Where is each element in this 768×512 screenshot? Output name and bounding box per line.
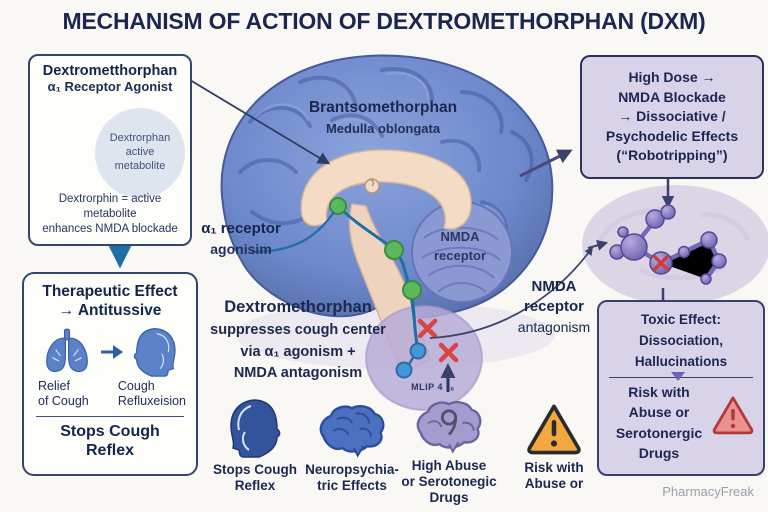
- box-text: Psychodelic Effects: [605, 127, 739, 144]
- toxic-effect-box: Toxic Effect: Dissociation, Hallucinatio…: [597, 300, 765, 476]
- box-text: → Dissociative /: [618, 108, 726, 125]
- summary-text: suppresses cough center: [210, 321, 386, 338]
- box-text: Abuse or: [628, 404, 690, 421]
- box-text: Toxic Effect:: [640, 312, 721, 327]
- caption-text: or Serotonegic: [401, 473, 497, 489]
- left-caption: Relief of Cough: [38, 379, 89, 409]
- risk-warning-triangle-icon: [712, 396, 754, 435]
- footer-text: Stops Cough: [60, 422, 160, 440]
- bottom-icon-stops-cough: Stops Cough Reflex: [206, 398, 304, 494]
- toxic-effect-text: Toxic Effect: Dissociation, Hallucinatio…: [599, 310, 763, 373]
- caption-text: tric Effects: [317, 477, 387, 493]
- arrow-right-icon: [101, 344, 123, 359]
- warning-triangle-icon: [527, 404, 581, 455]
- caption-text: Abuse or: [524, 475, 584, 491]
- watermark: PharmacyFreak: [662, 484, 754, 499]
- footer-text: Dextrorphin = active: [58, 193, 162, 206]
- box-heading: Dextrometthorphan: [42, 63, 178, 79]
- lungs-icon: [46, 328, 88, 372]
- caption-text: of Cough: [38, 393, 89, 408]
- caption-text: Relief: [38, 378, 70, 393]
- therapeutic-icons: [24, 327, 196, 377]
- box-text: NMDA Blockade: [618, 88, 726, 105]
- bottom-icon-risk: Risk with Abuse or: [506, 402, 602, 492]
- box-subheading: α₁ Receptor Agonist: [47, 79, 173, 94]
- icon-caption: High Abuse or Serotonegic Drugs: [401, 458, 496, 506]
- box-text: Hallucinations: [634, 353, 728, 369]
- mechanism-summary-text: Dextromethorphan suppresses cough center…: [200, 295, 396, 385]
- box-text: Drugs: [638, 444, 680, 461]
- caption-text: Stops Cough: [213, 462, 297, 477]
- nmda-receptor-label: NMDA receptor: [412, 228, 508, 266]
- bottom-icon-high-abuse: High Abuse or Serotonegic Drugs: [394, 398, 504, 506]
- caption-text: Neuropsychia-: [305, 462, 399, 477]
- divider: [36, 415, 184, 417]
- head-profile-icon: [230, 399, 281, 458]
- therapeutic-effect-box: Therapeutic Effect → Antitussive Relief: [22, 272, 198, 476]
- molecule-red-x: [653, 255, 669, 271]
- brain-label-sub: Medulla oblongata: [325, 121, 441, 136]
- alpha-receptor-label: agonisim: [210, 241, 272, 257]
- right-caption: Cough Refluxeision: [118, 379, 186, 409]
- nmda-antagonism-label: NMDA receptor antagonism: [498, 277, 610, 336]
- green-receptor-dots: [329, 197, 422, 300]
- divider: [609, 376, 753, 378]
- circle-text: active: [125, 146, 155, 159]
- bottom-icon-neuropsychiatric: Neuropsychia- tric Effects: [302, 402, 402, 494]
- caption-text: Reflex: [234, 477, 276, 493]
- footer-text: enhances NMDA blockade: [42, 223, 178, 236]
- page-title: MECHANISM OF ACTION OF DEXTROMETHORPHAN …: [62, 8, 706, 34]
- synapse-label: MLIP 4 ₁₆: [411, 382, 455, 392]
- box-text: Serotonergic: [615, 424, 703, 441]
- risk-text: Risk with Abuse or Serotonergic Drugs: [603, 382, 715, 463]
- purple-brain-icon: [416, 401, 482, 454]
- brain-label-main: Brantsomethorphan: [308, 99, 458, 116]
- heading-text: → Antitussive: [58, 302, 162, 320]
- circle-text: metabolite: [114, 159, 166, 172]
- box-heading: Therapeutic Effect → Antitussive: [24, 282, 196, 321]
- brain-icon: [319, 405, 385, 458]
- dxm-molecule: [587, 204, 727, 285]
- summary-text: NMDA antagonism: [233, 365, 363, 382]
- high-dose-box: High Dose → NMDA Blockade → Dissociative…: [580, 55, 764, 179]
- box-footer: Stops Cough Reflex: [24, 422, 196, 460]
- label-text: NMDA: [440, 229, 480, 244]
- caption-text: Cough: [117, 378, 155, 393]
- dxm-agonist-box: Dextrometthorphan α₁ Receptor Agonist De…: [28, 54, 192, 246]
- label-text: antagonism: [517, 318, 591, 335]
- circle-text: Dextrorphan: [109, 132, 171, 145]
- dextrorphan-circle: Dextrorphan active metabolite: [95, 108, 185, 198]
- footer-text: Reflex: [85, 441, 135, 459]
- label-text: receptor: [523, 298, 585, 316]
- alpha-receptor-label: α₁ receptor: [201, 220, 281, 237]
- cough-head-icon: [133, 327, 176, 377]
- box-text: (“Robotripping”): [616, 147, 728, 164]
- box-text: High Dose →: [628, 69, 716, 86]
- caption-text: High Abuse: [411, 458, 487, 473]
- icon-caption: Risk with Abuse or: [524, 460, 583, 492]
- blue-vesicle-dots: [395, 342, 427, 379]
- box-text: Dissociation,: [638, 332, 724, 348]
- red-x-marks: [417, 318, 459, 363]
- footer-text: metabolite: [83, 208, 137, 221]
- label-text: receptor: [433, 247, 487, 263]
- box-text: Risk with: [628, 384, 690, 400]
- summary-text: Dextromethorphan: [224, 298, 372, 316]
- label-text: NMDA: [531, 278, 577, 295]
- summary-text: via α₁ agonism +: [240, 343, 356, 360]
- caption-text: Refluxeision: [117, 393, 186, 408]
- icon-captions: Relief of Cough Cough Refluxeision: [24, 377, 196, 409]
- heading-text: Therapeutic Effect: [42, 283, 178, 300]
- icon-caption: Neuropsychia- tric Effects: [305, 462, 399, 494]
- box-footer: Dextrorphin = active metabolite enhances…: [30, 192, 190, 237]
- divider-arrow-icon: [671, 372, 685, 381]
- icon-caption: Stops Cough Reflex: [213, 462, 297, 494]
- caption-text: Drugs: [429, 489, 469, 505]
- caption-text: Risk with: [524, 460, 584, 475]
